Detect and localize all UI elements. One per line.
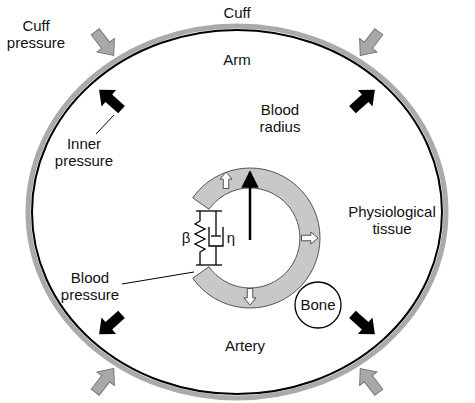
inner-pressure-arrows [92,81,382,342]
callout-label: Blood pressure [58,269,122,304]
callout-label: Cuff pressure [0,17,72,52]
cuff-ring [28,26,446,398]
arm-outline [32,30,442,394]
heading-label: Cuff [223,4,250,21]
callout-label: Inner pressure [52,135,116,170]
callout-label: Blood radius [251,101,309,136]
symbol-label: β [182,229,191,246]
spring-dashpot [195,211,223,265]
leader-line [122,272,194,284]
artery-wall [193,168,320,308]
blood-pressure-arrows [220,172,318,305]
cuff-pressure-arrows [87,25,388,399]
region-label: Artery [225,337,265,354]
bone-circle: Bone [294,281,342,329]
region-label: Physiological tissue [346,203,438,238]
symbol-label: η [227,229,235,246]
radius-arrow [249,172,252,240]
leader-line [96,115,114,134]
region-label: Arm [223,51,251,68]
bone-outline [295,282,341,328]
bone-label: Bone [300,296,335,313]
